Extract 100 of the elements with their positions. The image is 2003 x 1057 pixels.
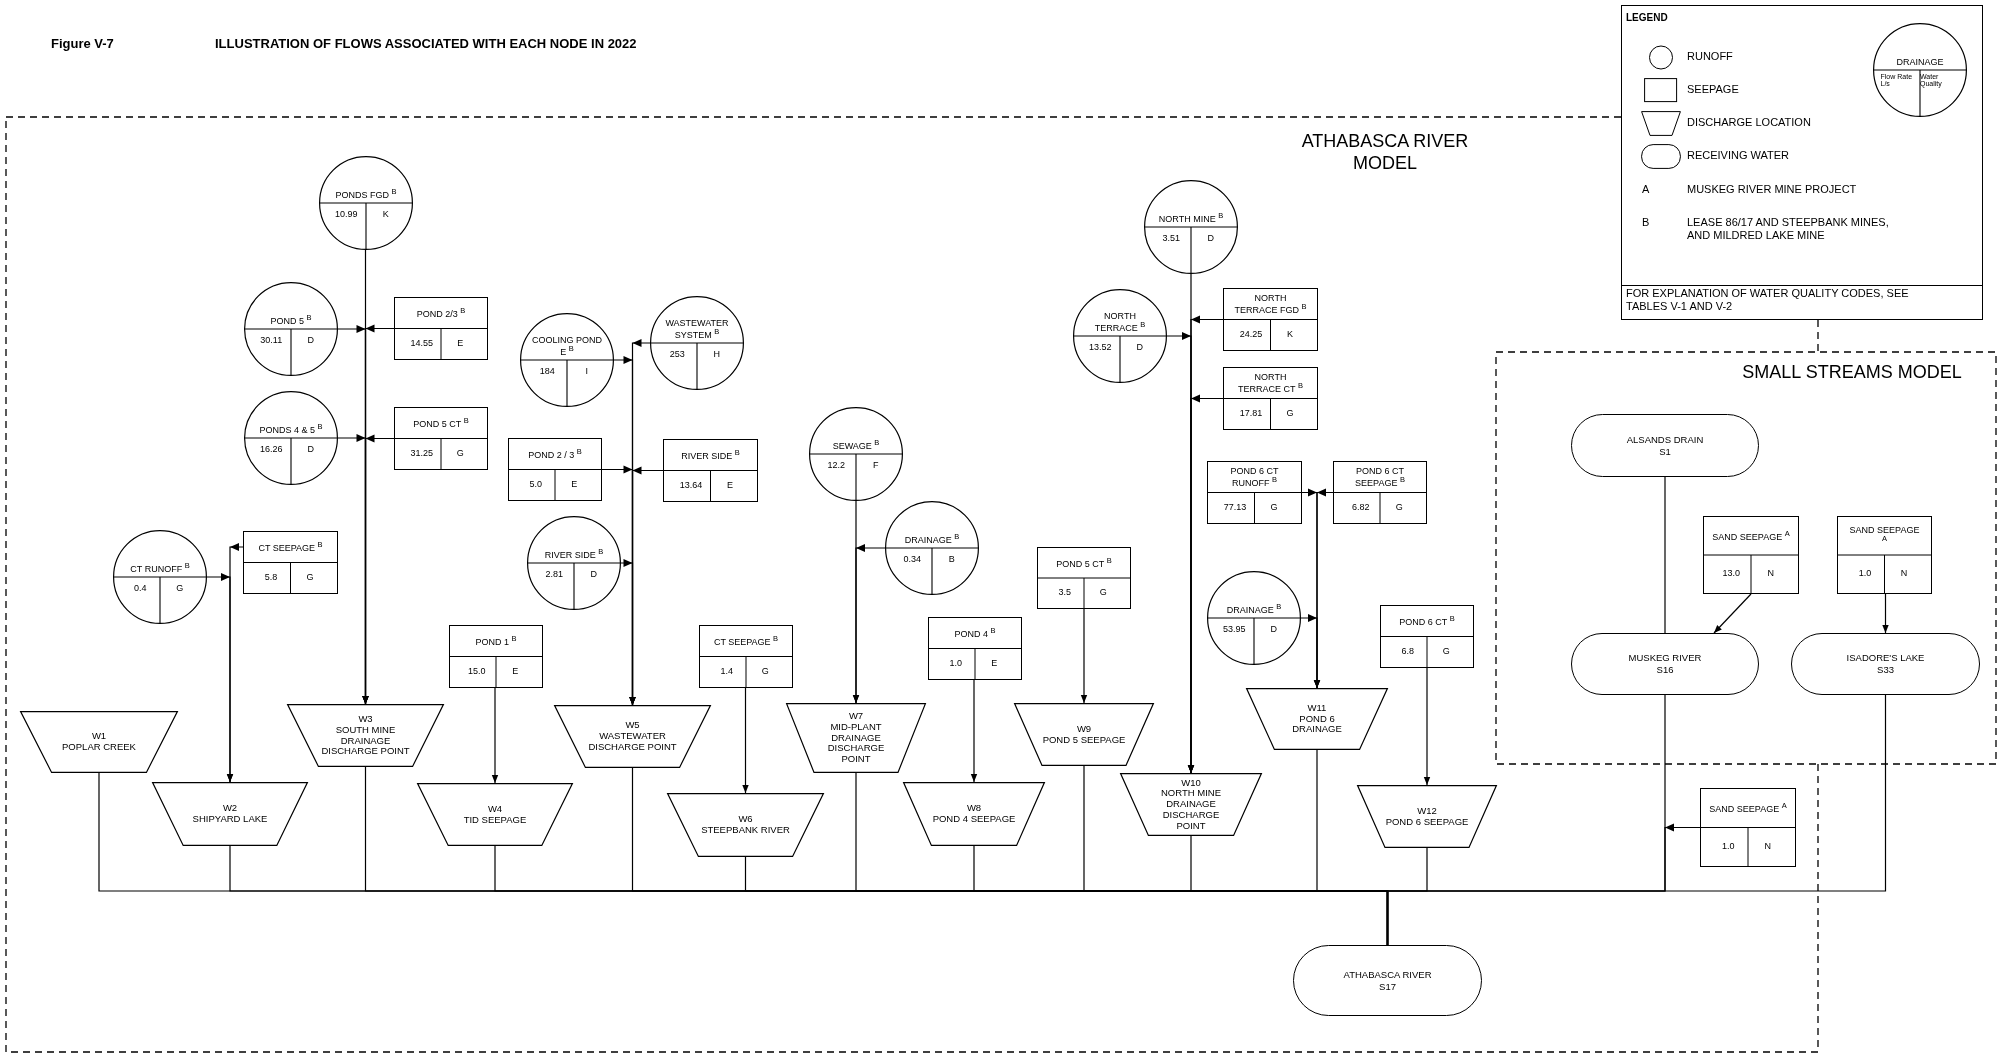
water-body-name: ISADORE'S LAKE <box>1846 652 1925 664</box>
flow-rate: 10.99 <box>334 208 359 222</box>
flow-arrow <box>970 679 978 783</box>
discharge-trapezoid <box>903 782 1045 846</box>
quality-code: E <box>726 479 735 493</box>
seepage-box <box>1703 516 1799 594</box>
seepage-box <box>1223 288 1318 351</box>
flow-rate: 15.0 <box>466 665 487 679</box>
water-body-name: MUSKEG RIVER <box>1628 652 1702 664</box>
discharge-code: W2 <box>222 803 238 814</box>
runoff-circle <box>1873 23 1967 117</box>
runoff-circle <box>527 516 621 610</box>
discharge-code: W9 <box>1076 723 1092 735</box>
runoff-circle <box>1144 180 1238 274</box>
runoff-circle <box>244 391 338 485</box>
station-code: S1 <box>1659 445 1671 458</box>
station-code: S16 <box>1656 664 1674 676</box>
connector-line <box>1664 476 1666 634</box>
legend-text: SEEPAGE <box>1687 83 1739 95</box>
discharge-name: NORTH MINE DRAINAGE DISCHARGE POINT <box>1160 788 1222 832</box>
quality-code: D <box>1135 341 1144 355</box>
quality-code: G <box>1269 501 1279 515</box>
runoff-circle <box>244 282 338 376</box>
water-body-name: ALSANDS DRAIN <box>1626 433 1704 446</box>
runoff-circle <box>1073 289 1167 383</box>
quality-code: B <box>947 553 956 567</box>
discharge-name: TID SEEPAGE <box>463 814 527 826</box>
legend-text: RUNOFF <box>1687 50 1733 62</box>
discharge-code: W5 <box>625 720 640 732</box>
discharge-name: POND 6 DRAINAGE <box>1291 713 1343 736</box>
node-name: POND 5 CT $^{B}$ <box>412 415 470 432</box>
node-name: SAND SEEPAGE $^{A}$ <box>1709 800 1787 817</box>
flow-arrow <box>1080 608 1088 704</box>
seepage-box <box>1207 461 1302 524</box>
flow-rate: 5.8 <box>263 571 279 585</box>
flow-rate: 0.4 <box>133 582 148 596</box>
quality-code: N <box>1899 567 1909 581</box>
seepage-box <box>394 297 488 360</box>
node-name: POND 6 CT SEEPAGE $^{B}$ <box>1354 465 1406 491</box>
flow-rate: 12.2 <box>826 459 846 473</box>
discharge-code: W10 <box>1181 777 1201 789</box>
flow-rate: 3.5 <box>1057 586 1072 600</box>
flow-rate: 184 <box>538 365 556 379</box>
flow-rate: 6.8 <box>1400 645 1415 659</box>
node-name: CT SEEPAGE $^{B}$ <box>257 539 324 556</box>
runoff-circle <box>113 530 207 624</box>
node-name: NORTH MINE $^{B}$ <box>1157 211 1225 224</box>
node-name: POND 5 CT $^{B}$ <box>1055 554 1113 571</box>
seepage-box <box>663 439 758 502</box>
quality-code: H <box>712 348 721 362</box>
flow-arrow <box>1882 593 1889 634</box>
discharge-name: SOUTH MINE DRAINAGE DISCHARGE POINT <box>320 724 411 757</box>
node-name: SEWAGE $^{B}$ <box>831 438 881 451</box>
seepage-box <box>243 531 338 594</box>
quality-code: G <box>1098 586 1108 600</box>
node-name: RIVER SIDE $^{B}$ <box>543 547 605 560</box>
node-name: POND 6 CT RUNOFF $^{B}$ <box>1229 465 1280 491</box>
station-code: S33 <box>1877 664 1894 676</box>
legend-text: DISCHARGE LOCATION <box>1687 116 1811 128</box>
discharge-code: W12 <box>1417 805 1437 817</box>
quality-code: D <box>589 568 598 582</box>
discharge-trapezoid <box>417 783 573 846</box>
quality-code: G <box>1441 645 1451 659</box>
figure-title: ILLUSTRATION OF FLOWS ASSOCIATED WITH EACH NODE IN 2022 <box>215 36 637 51</box>
discharge-trapezoid <box>20 711 178 773</box>
quality-code: G <box>1394 501 1404 515</box>
discharge-trapezoid <box>1120 773 1262 836</box>
runoff-circle <box>885 501 979 595</box>
seepage-box <box>1037 547 1131 609</box>
discharge-name: STEEPBANK RIVER <box>701 825 790 836</box>
water-body-name: ATHABASCA RIVER <box>1343 968 1432 981</box>
quality-code: E <box>511 665 520 679</box>
flow-rate: 77.13 <box>1222 501 1248 515</box>
quality-code: F <box>872 459 880 473</box>
quality-code: K <box>381 208 390 222</box>
discharge-trapezoid <box>152 782 308 846</box>
seepage-box <box>1837 516 1932 594</box>
quality-code: G <box>1285 407 1295 421</box>
runoff-circle <box>319 156 413 250</box>
flow-rate: 1.0 <box>1857 567 1873 581</box>
flow-arrow <box>742 687 749 794</box>
flow-rate: 6.82 <box>1350 501 1371 515</box>
discharge-code: W4 <box>487 803 503 815</box>
quality-code: D <box>306 443 315 457</box>
node-name: SAND SEEPAGE $^{A}$ <box>1712 527 1790 544</box>
flow-rate: 31.25 <box>409 447 434 461</box>
legend-text: LEASE 86/17 AND STEEPBANK MINES, AND MILDRED LAKE MINE <box>1687 216 1890 243</box>
quality-code: G <box>305 571 315 585</box>
node-name: DRAINAGE $^{B}$ <box>903 532 961 545</box>
quality-code: G <box>760 665 770 679</box>
seepage-box <box>508 438 602 501</box>
discharge-name: MID-PLANT DRAINAGE DISCHARGE POINT <box>826 721 886 765</box>
seepage-box <box>1333 461 1427 524</box>
quality-code: N <box>1763 840 1772 854</box>
runoff-circle <box>1207 571 1301 665</box>
flow-rate: 13.0 <box>1721 567 1741 581</box>
flow-rate: 1.0 <box>1721 840 1736 854</box>
quality-code: E <box>456 337 465 351</box>
node-name: POND 1 $^{B}$ <box>474 633 518 650</box>
flow-rate: 3.51 <box>1161 232 1181 246</box>
